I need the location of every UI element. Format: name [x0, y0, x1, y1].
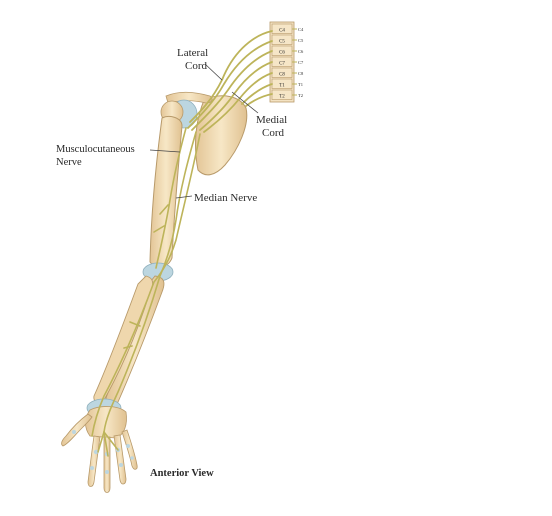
vertebra-label-c7: C7: [279, 62, 285, 67]
label-median-nerve: Median Nerve: [194, 192, 257, 204]
label-lateral-cord-line2: Cord: [185, 60, 208, 72]
nerve-root-label-c5: C5: [298, 38, 304, 43]
vertebra-label-t2: T2: [279, 95, 285, 100]
nerve-root-label-c8: C8: [298, 71, 304, 76]
nerve-root-label-c7: C7: [298, 60, 304, 65]
nerve-root-label-c6: C6: [298, 49, 304, 54]
leader-lines: [149, 63, 259, 199]
label-lateral-cord-line1: Lateral: [177, 47, 208, 59]
nerve-root-label-t1: T1: [298, 82, 303, 87]
label-medial-cord-line1: Medial: [256, 114, 287, 126]
label-anterior-view: Anterior View: [150, 468, 214, 479]
humerus-bone: [149, 115, 183, 268]
label-musculocutaneous-line2: Nerve: [56, 157, 82, 168]
vertebra-label-c6: C6: [279, 51, 285, 56]
vertebra-label-c5: C5: [279, 40, 285, 45]
vertebra-label-c8: C8: [279, 73, 285, 78]
label-medial-cord-line2: Cord: [262, 127, 285, 139]
scapula-bone: [195, 95, 248, 176]
nerve-root-label-c4: C4: [298, 27, 304, 32]
vertebra-label-t1: T1: [279, 84, 285, 89]
nerve-root-label-t2: T2: [298, 93, 303, 98]
vertebra-label-c4: C4: [279, 29, 285, 34]
arm-nerves: [91, 127, 201, 457]
label-musculocutaneous-line1: Musculocutaneous: [56, 144, 135, 155]
hand-bones: [61, 406, 138, 493]
